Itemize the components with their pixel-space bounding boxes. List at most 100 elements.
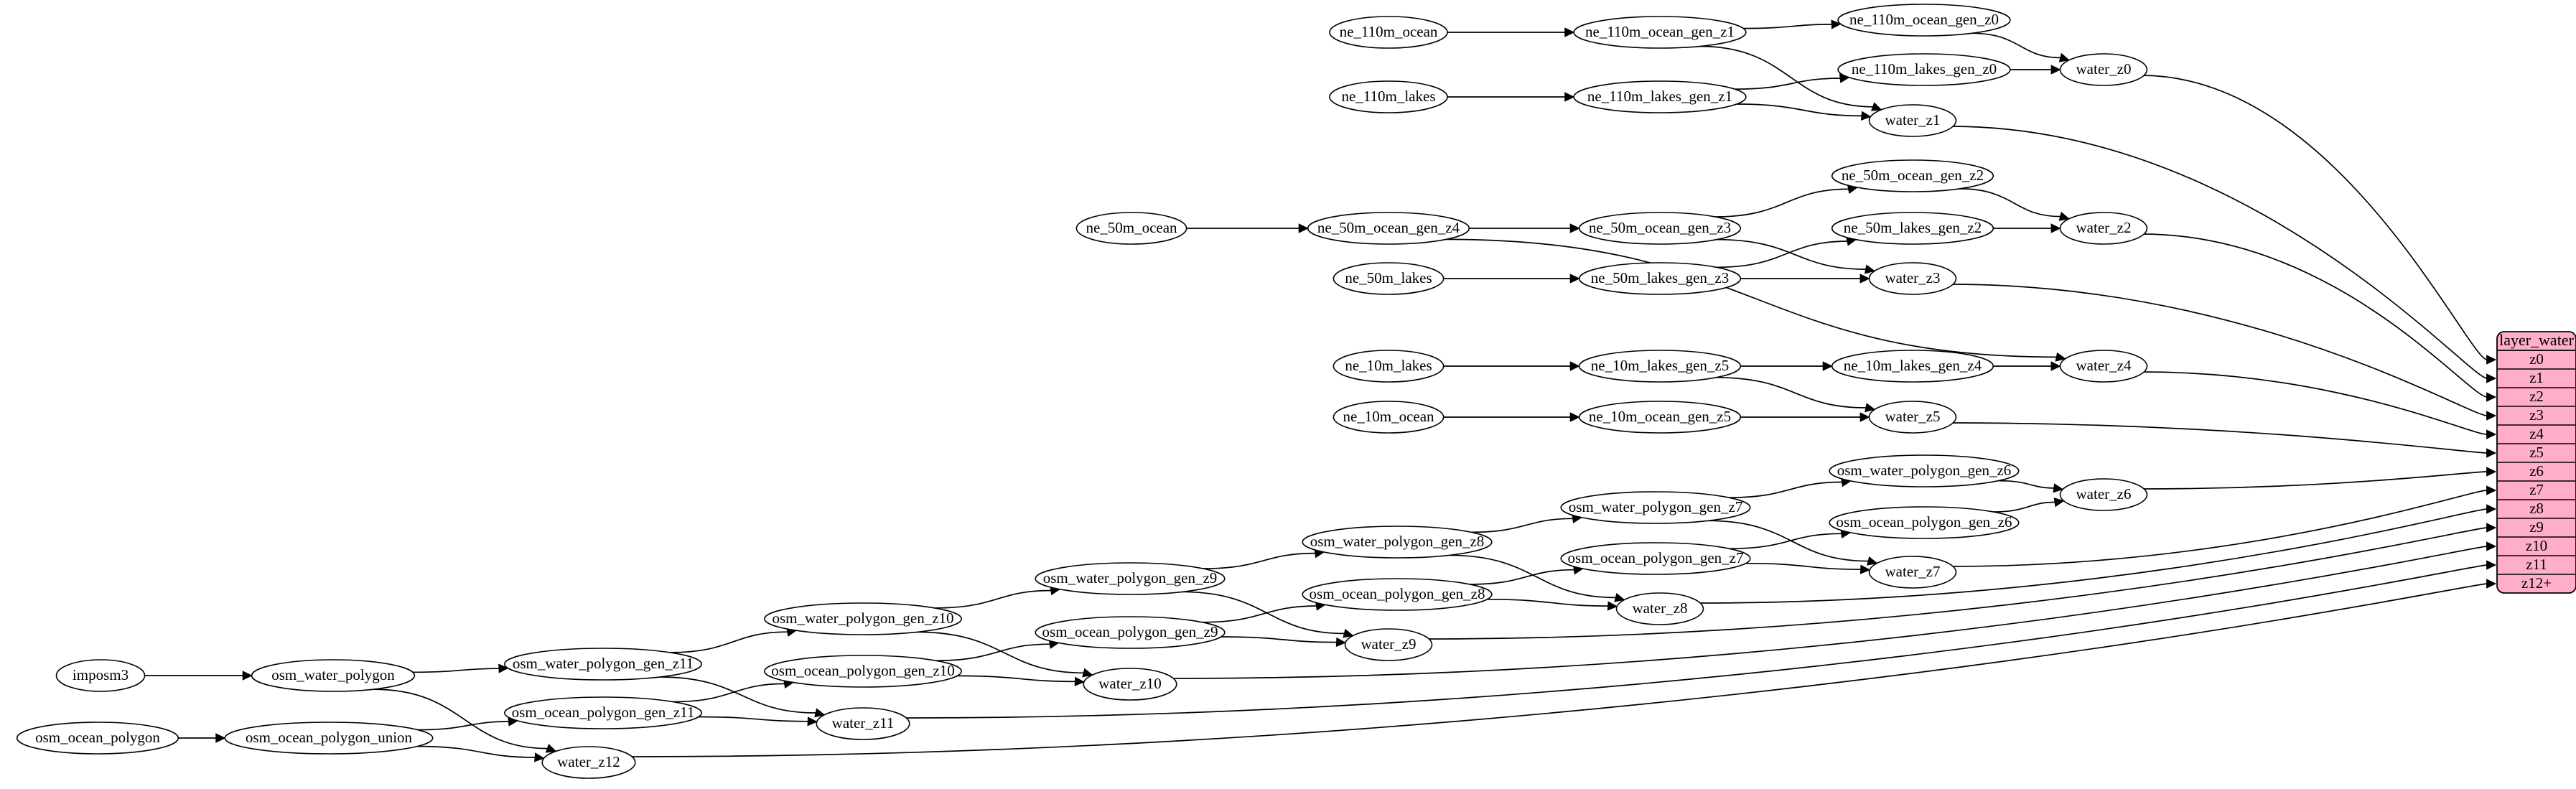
record-cell-z8[interactable]: z8 xyxy=(2529,500,2544,517)
node-osm_water_polygon_gen_z11[interactable]: osm_water_polygon_gen_z11 xyxy=(504,648,702,681)
record-cell-z1[interactable]: z1 xyxy=(2529,369,2544,386)
record-cell-z11[interactable]: z11 xyxy=(2526,556,2547,573)
edge-arrowhead xyxy=(2055,352,2066,362)
node-osm_water_polygon_gen_z7[interactable]: osm_water_polygon_gen_z7 xyxy=(1560,491,1751,524)
record-cell-z3[interactable]: z3 xyxy=(2529,406,2544,424)
node-ne_50m_ocean[interactable]: ne_50m_ocean xyxy=(1075,212,1187,245)
node-osm_water_polygon_gen_z6[interactable]: osm_water_polygon_gen_z6 xyxy=(1829,454,2020,487)
node-water_z8[interactable]: water_z8 xyxy=(1615,592,1704,625)
node-osm_water_polygon[interactable]: osm_water_polygon xyxy=(251,659,416,692)
edge-arrowhead xyxy=(2486,448,2497,458)
node-osm_ocean_polygon[interactable]: osm_ocean_polygon xyxy=(16,722,179,755)
node-ne_50m_lakes_gen_z3[interactable]: ne_50m_lakes_gen_z3 xyxy=(1578,262,1742,295)
node-ne_110m_lakes_gen_z0[interactable]: ne_110m_lakes_gen_z0 xyxy=(1837,53,2011,86)
node-ne_50m_ocean_gen_z3[interactable]: ne_50m_ocean_gen_z3 xyxy=(1578,212,1742,245)
node-ellipse xyxy=(1344,628,1433,661)
node-ne_50m_ocean_gen_z4[interactable]: ne_50m_ocean_gen_z4 xyxy=(1307,212,1470,245)
node-osm_water_polygon_gen_z10[interactable]: osm_water_polygon_gen_z10 xyxy=(764,602,962,635)
node-osm_ocean_polygon_gen_z11[interactable]: osm_ocean_polygon_gen_z11 xyxy=(504,696,702,729)
edge-arrowhead xyxy=(2486,579,2497,589)
edge-arrowhead xyxy=(2058,52,2070,62)
edge-osm_ocean_polygon_union-to-water_z12 xyxy=(417,745,536,758)
node-ellipse xyxy=(1560,542,1751,575)
node-label: osm_ocean_polygon_gen_z11 xyxy=(512,704,695,721)
node-water_z0[interactable]: water_z0 xyxy=(2059,53,2148,86)
node-osm_ocean_polygon_gen_z10[interactable]: osm_ocean_polygon_gen_z10 xyxy=(764,655,962,688)
record-cell-z12plus[interactable]: z12+ xyxy=(2521,574,2552,592)
record-layer: layer_waterz0z1z2z3z4z5z6z7z8z9z10z11z12… xyxy=(2496,331,2576,594)
node-ellipse xyxy=(1333,401,1445,434)
node-water_z7[interactable]: water_z7 xyxy=(1868,556,1957,589)
record-cell-z0[interactable]: z0 xyxy=(2529,350,2544,368)
edge-water_z0-to-record-z0 xyxy=(2142,75,2488,360)
node-osm_water_polygon_gen_z9[interactable]: osm_water_polygon_gen_z9 xyxy=(1035,562,1226,595)
node-ne_10m_lakes_gen_z4[interactable]: ne_10m_lakes_gen_z4 xyxy=(1831,350,1994,383)
node-water_z6[interactable]: water_z6 xyxy=(2059,478,2148,511)
node-ne_50m_ocean_gen_z2[interactable]: ne_50m_ocean_gen_z2 xyxy=(1831,159,1994,192)
edge-arrowhead xyxy=(1335,637,1347,648)
node-label: ne_50m_ocean_gen_z2 xyxy=(1842,167,1984,184)
node-osm_ocean_polygon_gen_z9[interactable]: osm_ocean_polygon_gen_z9 xyxy=(1035,616,1226,649)
record-cell-z4[interactable]: z4 xyxy=(2529,425,2544,442)
edge-osm_water_polygon_gen_z10-to-osm_water_polygon_gen_z9 xyxy=(934,589,1052,609)
record-cell-z7[interactable]: z7 xyxy=(2529,481,2544,498)
edge-ne_50m_ocean_gen_z4-to-water_z4 xyxy=(1446,238,2057,358)
node-water_z3[interactable]: water_z3 xyxy=(1868,262,1957,295)
edge-ne_110m_lakes_gen_z1-to-water_z1 xyxy=(1736,103,1862,117)
node-ne_110m_ocean_gen_z0[interactable]: ne_110m_ocean_gen_z0 xyxy=(1837,4,2011,37)
edge-water_z6-to-record-z6 xyxy=(2142,471,2488,490)
node-ne_10m_lakes[interactable]: ne_10m_lakes xyxy=(1333,350,1445,383)
edge-osm_ocean_polygon_gen_z9-to-water_z9 xyxy=(1221,636,1338,643)
node-osm_ocean_polygon_gen_z6[interactable]: osm_ocean_polygon_gen_z6 xyxy=(1829,506,2020,539)
node-ne_110m_ocean_gen_z1[interactable]: ne_110m_ocean_gen_z1 xyxy=(1573,16,1747,49)
node-water_z9[interactable]: water_z9 xyxy=(1344,628,1433,661)
node-label: ne_50m_lakes_gen_z2 xyxy=(1844,219,1982,236)
node-label: ne_10m_ocean xyxy=(1343,408,1434,425)
edge-osm_water_polygon_gen_z8-to-osm_water_polygon_gen_z7 xyxy=(1470,518,1574,533)
node-water_z11[interactable]: water_z11 xyxy=(816,707,910,740)
node-ne_50m_lakes_gen_z2[interactable]: ne_50m_lakes_gen_z2 xyxy=(1831,212,1994,245)
node-ne_10m_ocean_gen_z5[interactable]: ne_10m_ocean_gen_z5 xyxy=(1578,401,1742,434)
node-ne_110m_lakes[interactable]: ne_110m_lakes xyxy=(1329,80,1448,113)
edge-osm_ocean_polygon_gen_z11-to-water_z11 xyxy=(698,716,808,722)
node-osm_ocean_polygon_union[interactable]: osm_ocean_polygon_union xyxy=(224,722,434,755)
node-osm_ocean_polygon_gen_z8[interactable]: osm_ocean_polygon_gen_z8 xyxy=(1302,578,1493,611)
record-cell-z9[interactable]: z9 xyxy=(2529,518,2544,536)
edge-ne_10m_lakes_gen_z5-to-water_z5 xyxy=(1716,376,1867,408)
record-cell-z2[interactable]: z2 xyxy=(2529,388,2544,405)
node-osm_water_polygon_gen_z8[interactable]: osm_water_polygon_gen_z8 xyxy=(1302,526,1493,559)
node-label: ne_110m_lakes_gen_z1 xyxy=(1587,88,1732,105)
layer-water-record[interactable]: layer_waterz0z1z2z3z4z5z6z7z8z9z10z11z12… xyxy=(2496,331,2576,594)
record-cell-z6[interactable]: z6 xyxy=(2529,462,2544,480)
node-imposm3[interactable]: imposm3 xyxy=(55,659,146,692)
node-water_z12[interactable]: water_z12 xyxy=(541,746,636,779)
node-label: water_z9 xyxy=(1361,635,1417,653)
node-ellipse xyxy=(1333,262,1445,295)
record-cell-z10[interactable]: z10 xyxy=(2526,537,2547,554)
edge-arrowhead xyxy=(1831,19,1842,29)
node-ne_110m_lakes_gen_z1[interactable]: ne_110m_lakes_gen_z1 xyxy=(1573,80,1747,113)
node-water_z10[interactable]: water_z10 xyxy=(1083,668,1177,701)
node-water_z1[interactable]: water_z1 xyxy=(1868,104,1957,137)
node-ellipse xyxy=(2059,350,2148,383)
node-ne_10m_lakes_gen_z5[interactable]: ne_10m_lakes_gen_z5 xyxy=(1578,350,1742,383)
node-ne_50m_lakes[interactable]: ne_50m_lakes xyxy=(1333,262,1445,295)
node-osm_ocean_polygon_gen_z7[interactable]: osm_ocean_polygon_gen_z7 xyxy=(1560,542,1751,575)
node-ne_10m_ocean[interactable]: ne_10m_ocean xyxy=(1333,401,1445,434)
node-ellipse xyxy=(816,707,910,740)
node-label: imposm3 xyxy=(73,666,129,683)
edge-water_z8-to-record-z8 xyxy=(1698,508,2488,604)
edge-osm_ocean_polygon_gen_z8-to-water_z8 xyxy=(1487,598,1609,607)
node-water_z2[interactable]: water_z2 xyxy=(2059,212,2148,245)
node-label: ne_10m_lakes xyxy=(1345,357,1432,374)
edge-arrowhead xyxy=(1569,223,1580,233)
edge-arrowhead xyxy=(2486,429,2497,439)
node-water_z4[interactable]: water_z4 xyxy=(2059,350,2148,383)
node-water_z5[interactable]: water_z5 xyxy=(1868,401,1957,434)
node-ellipse xyxy=(1573,16,1747,49)
edge-ne_110m_ocean_gen_z1-to-water_z1 xyxy=(1699,45,1874,108)
node-ne_110m_ocean[interactable]: ne_110m_ocean xyxy=(1329,16,1448,49)
record-cell-z5[interactable]: z5 xyxy=(2529,444,2544,461)
edge-arrowhead xyxy=(1870,102,1882,111)
